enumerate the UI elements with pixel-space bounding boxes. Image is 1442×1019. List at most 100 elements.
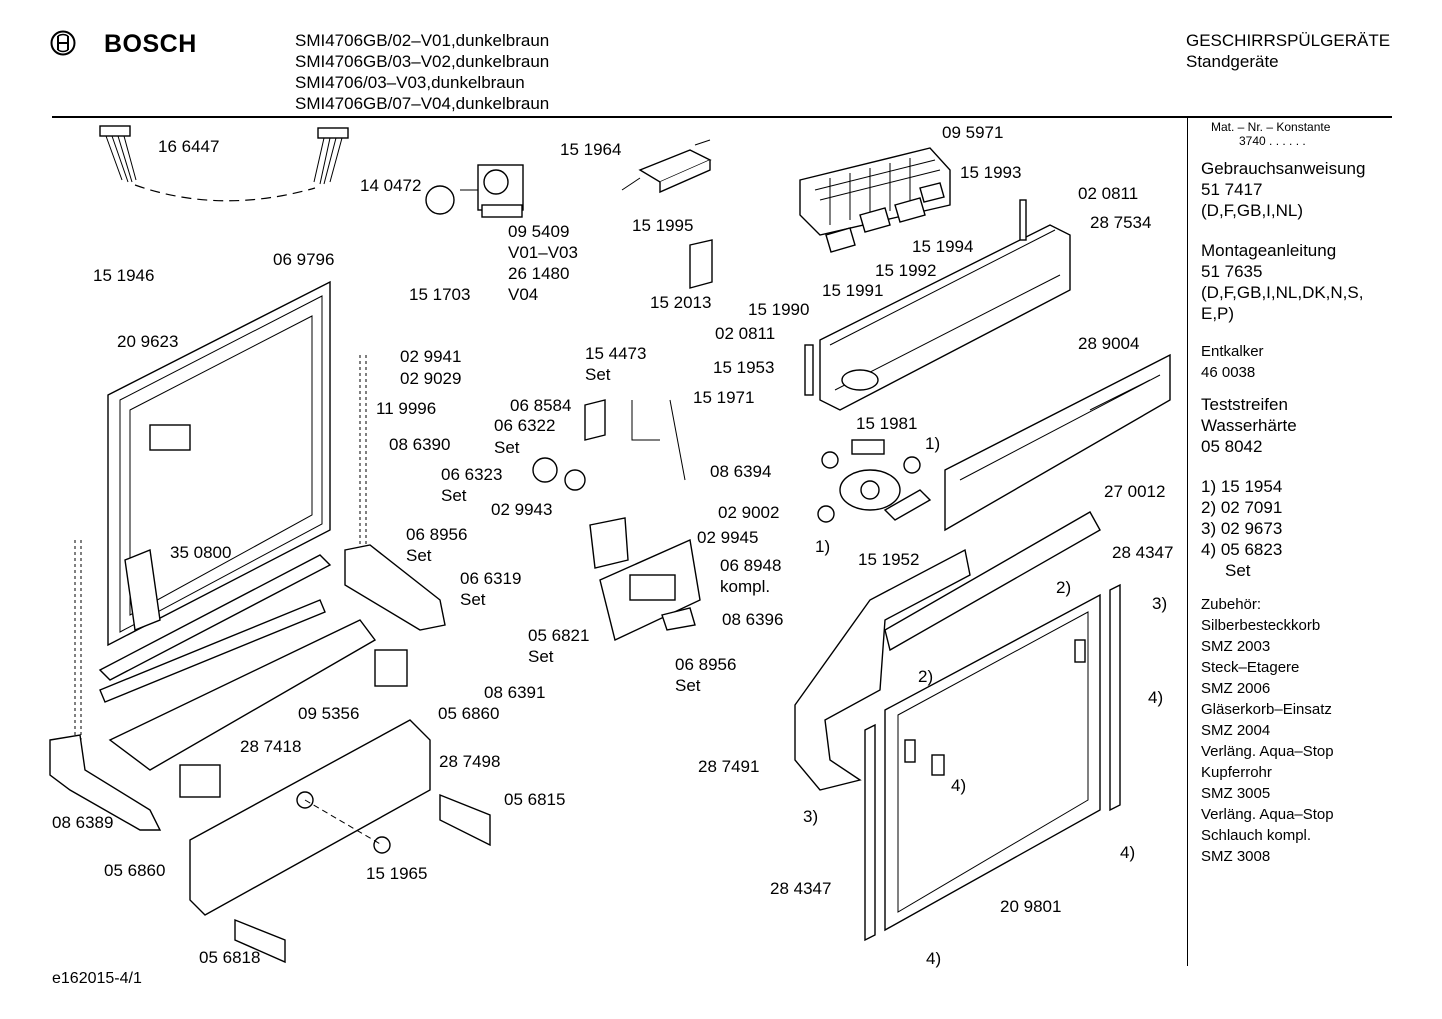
mat-nr-value: 3740 . . . . . .: [1239, 134, 1306, 148]
notes-block: 1) 15 1954 2) 02 7091 3) 02 9673 4) 05 6…: [1201, 476, 1421, 581]
model-line: SMI4706GB/07–V04,dunkelbraun: [295, 94, 550, 113]
cable-harness-part: [99, 125, 349, 202]
gebrauch-number: 51 7417: [1201, 180, 1263, 199]
note-line: 4) 05 6823: [1201, 540, 1283, 559]
base-plate-part: [189, 719, 431, 916]
model-line: SMI4706GB/03–V02,dunkelbraun: [295, 52, 550, 71]
part-label: 4): [951, 776, 967, 795]
part-label: 4): [1120, 843, 1136, 862]
note-line: Set: [1225, 561, 1251, 580]
part-label: 02 9029: [400, 369, 462, 388]
part-label: 05 6821: [528, 626, 590, 645]
part-label: 15 1993: [960, 163, 1022, 182]
part-label: 15 1952: [858, 550, 920, 569]
switch-bracket-part: [621, 139, 712, 194]
montage-number: 51 7635: [1201, 262, 1263, 281]
drawing-id: e162015-4/1: [52, 970, 142, 987]
rod-part: [631, 399, 686, 481]
part-label: 1): [815, 537, 831, 556]
part-label: 09 5409: [508, 222, 570, 241]
category-title: GESCHIRRSPÜLGERÄTE: [1186, 31, 1391, 50]
inner-door-part: [107, 280, 331, 647]
part-label: 15 1953: [713, 358, 775, 377]
sidebar-divider: [1187, 118, 1188, 966]
part-label: V04: [508, 285, 539, 304]
part-label: Set: [406, 546, 432, 565]
part-label: 06 9796: [273, 250, 335, 269]
door-strip-part: [98, 554, 377, 771]
part-label: 08 6389: [52, 813, 114, 832]
zubehoer-line: Steck–Etagere: [1201, 659, 1300, 676]
teststreifen-block: Teststreifen Wasserhärte 05 8042: [1201, 394, 1421, 457]
part-label: Set: [460, 590, 486, 609]
part-label: 26 1480: [508, 264, 570, 283]
note-line: 1) 15 1954: [1201, 477, 1283, 496]
spring-part: [74, 540, 82, 740]
mat-nr-label: Mat. – Nr. – Konstante: [1211, 120, 1331, 134]
zubehoer-line: SMZ 2003: [1201, 638, 1271, 655]
part-label: 08 6391: [484, 683, 546, 702]
bosch-logo-icon: [50, 30, 76, 56]
gebrauch-langs: (D,F,GB,I,NL): [1201, 201, 1304, 220]
part-label: 15 2013: [650, 293, 712, 312]
part-label: 3): [803, 807, 819, 826]
dispenser-part: [532, 399, 701, 641]
part-label: 28 7418: [240, 737, 302, 756]
part-label: 06 6322: [494, 416, 556, 435]
part-label: 3): [1152, 594, 1168, 613]
exploded-view-drawing: [49, 125, 1171, 964]
montage-block: Montageanleitung 51 7635 (D,F,GB,I,NL,DK…: [1201, 240, 1421, 324]
part-label: 15 1964: [560, 140, 622, 159]
part-label: 06 8956: [675, 655, 737, 674]
microswitch-part: [825, 182, 945, 253]
note-line: 3) 02 9673: [1201, 519, 1283, 538]
part-label: Set: [494, 438, 520, 457]
part-label: 20 9623: [117, 332, 179, 351]
part-label: 14 0472: [360, 176, 422, 195]
gebrauch-block: Gebrauchsanweisung 51 7417 (D,F,GB,I,NL): [1201, 158, 1421, 221]
part-label: 28 4347: [1112, 543, 1174, 562]
part-label: 08 6396: [722, 610, 784, 629]
category-block: GESCHIRRSPÜLGERÄTE Standgeräte: [1186, 30, 1390, 72]
model-line: SMI4706GB/02–V01,dunkelbraun: [295, 31, 550, 50]
rail-part: [439, 793, 491, 847]
part-label: 20 9801: [1000, 897, 1062, 916]
timer-part: [425, 164, 524, 218]
part-label: 15 1994: [912, 237, 974, 256]
part-label: kompl.: [720, 577, 771, 596]
test-number: 05 8042: [1201, 437, 1263, 456]
test-title: Wasserhärte: [1201, 416, 1297, 435]
part-label: 05 6818: [199, 948, 261, 967]
brand-name: BOSCH: [104, 30, 197, 58]
part-label: 11 9996: [376, 399, 437, 418]
part-label: 15 1971: [693, 388, 755, 407]
part-label: 28 9004: [1078, 334, 1140, 353]
montage-langs: (D,F,GB,I,NL,DK,N,S,: [1201, 283, 1364, 302]
zubehoer-line: Schlauch kompl.: [1201, 827, 1312, 844]
part-label: 02 9941: [400, 347, 462, 366]
montage-langs: E,P): [1201, 304, 1235, 323]
entkalker-title: Entkalker: [1201, 343, 1264, 360]
outer-door-part: [884, 593, 1101, 932]
header-rule: [52, 116, 1392, 118]
zubehoer-line: Verläng. Aqua–Stop: [1201, 743, 1334, 760]
zubehoer-line: SMZ 3008: [1201, 848, 1271, 865]
part-label: 4): [1148, 688, 1164, 707]
part-label: 15 1990: [748, 300, 810, 319]
zubehoer-line: SMZ 2004: [1201, 722, 1271, 739]
side-trim-part: [1109, 583, 1121, 812]
part-label: Set: [528, 647, 554, 666]
clip-part: [689, 239, 713, 289]
part-label: 06 6319: [460, 569, 522, 588]
part-label: 05 6815: [504, 790, 566, 809]
seal-strip-part: [884, 511, 1101, 652]
part-label: 05 6860: [438, 704, 500, 723]
model-line: SMI4706/03–V03,dunkelbraun: [295, 73, 525, 92]
part-label: 06 8948: [720, 556, 782, 575]
fascia-panel-part: [804, 199, 1071, 411]
part-label: 15 1946: [93, 266, 155, 285]
part-label: 35 0800: [170, 543, 232, 562]
part-label: 28 7534: [1090, 213, 1152, 232]
part-label: 02 9943: [491, 500, 553, 519]
knob-assembly-part: [817, 439, 932, 523]
